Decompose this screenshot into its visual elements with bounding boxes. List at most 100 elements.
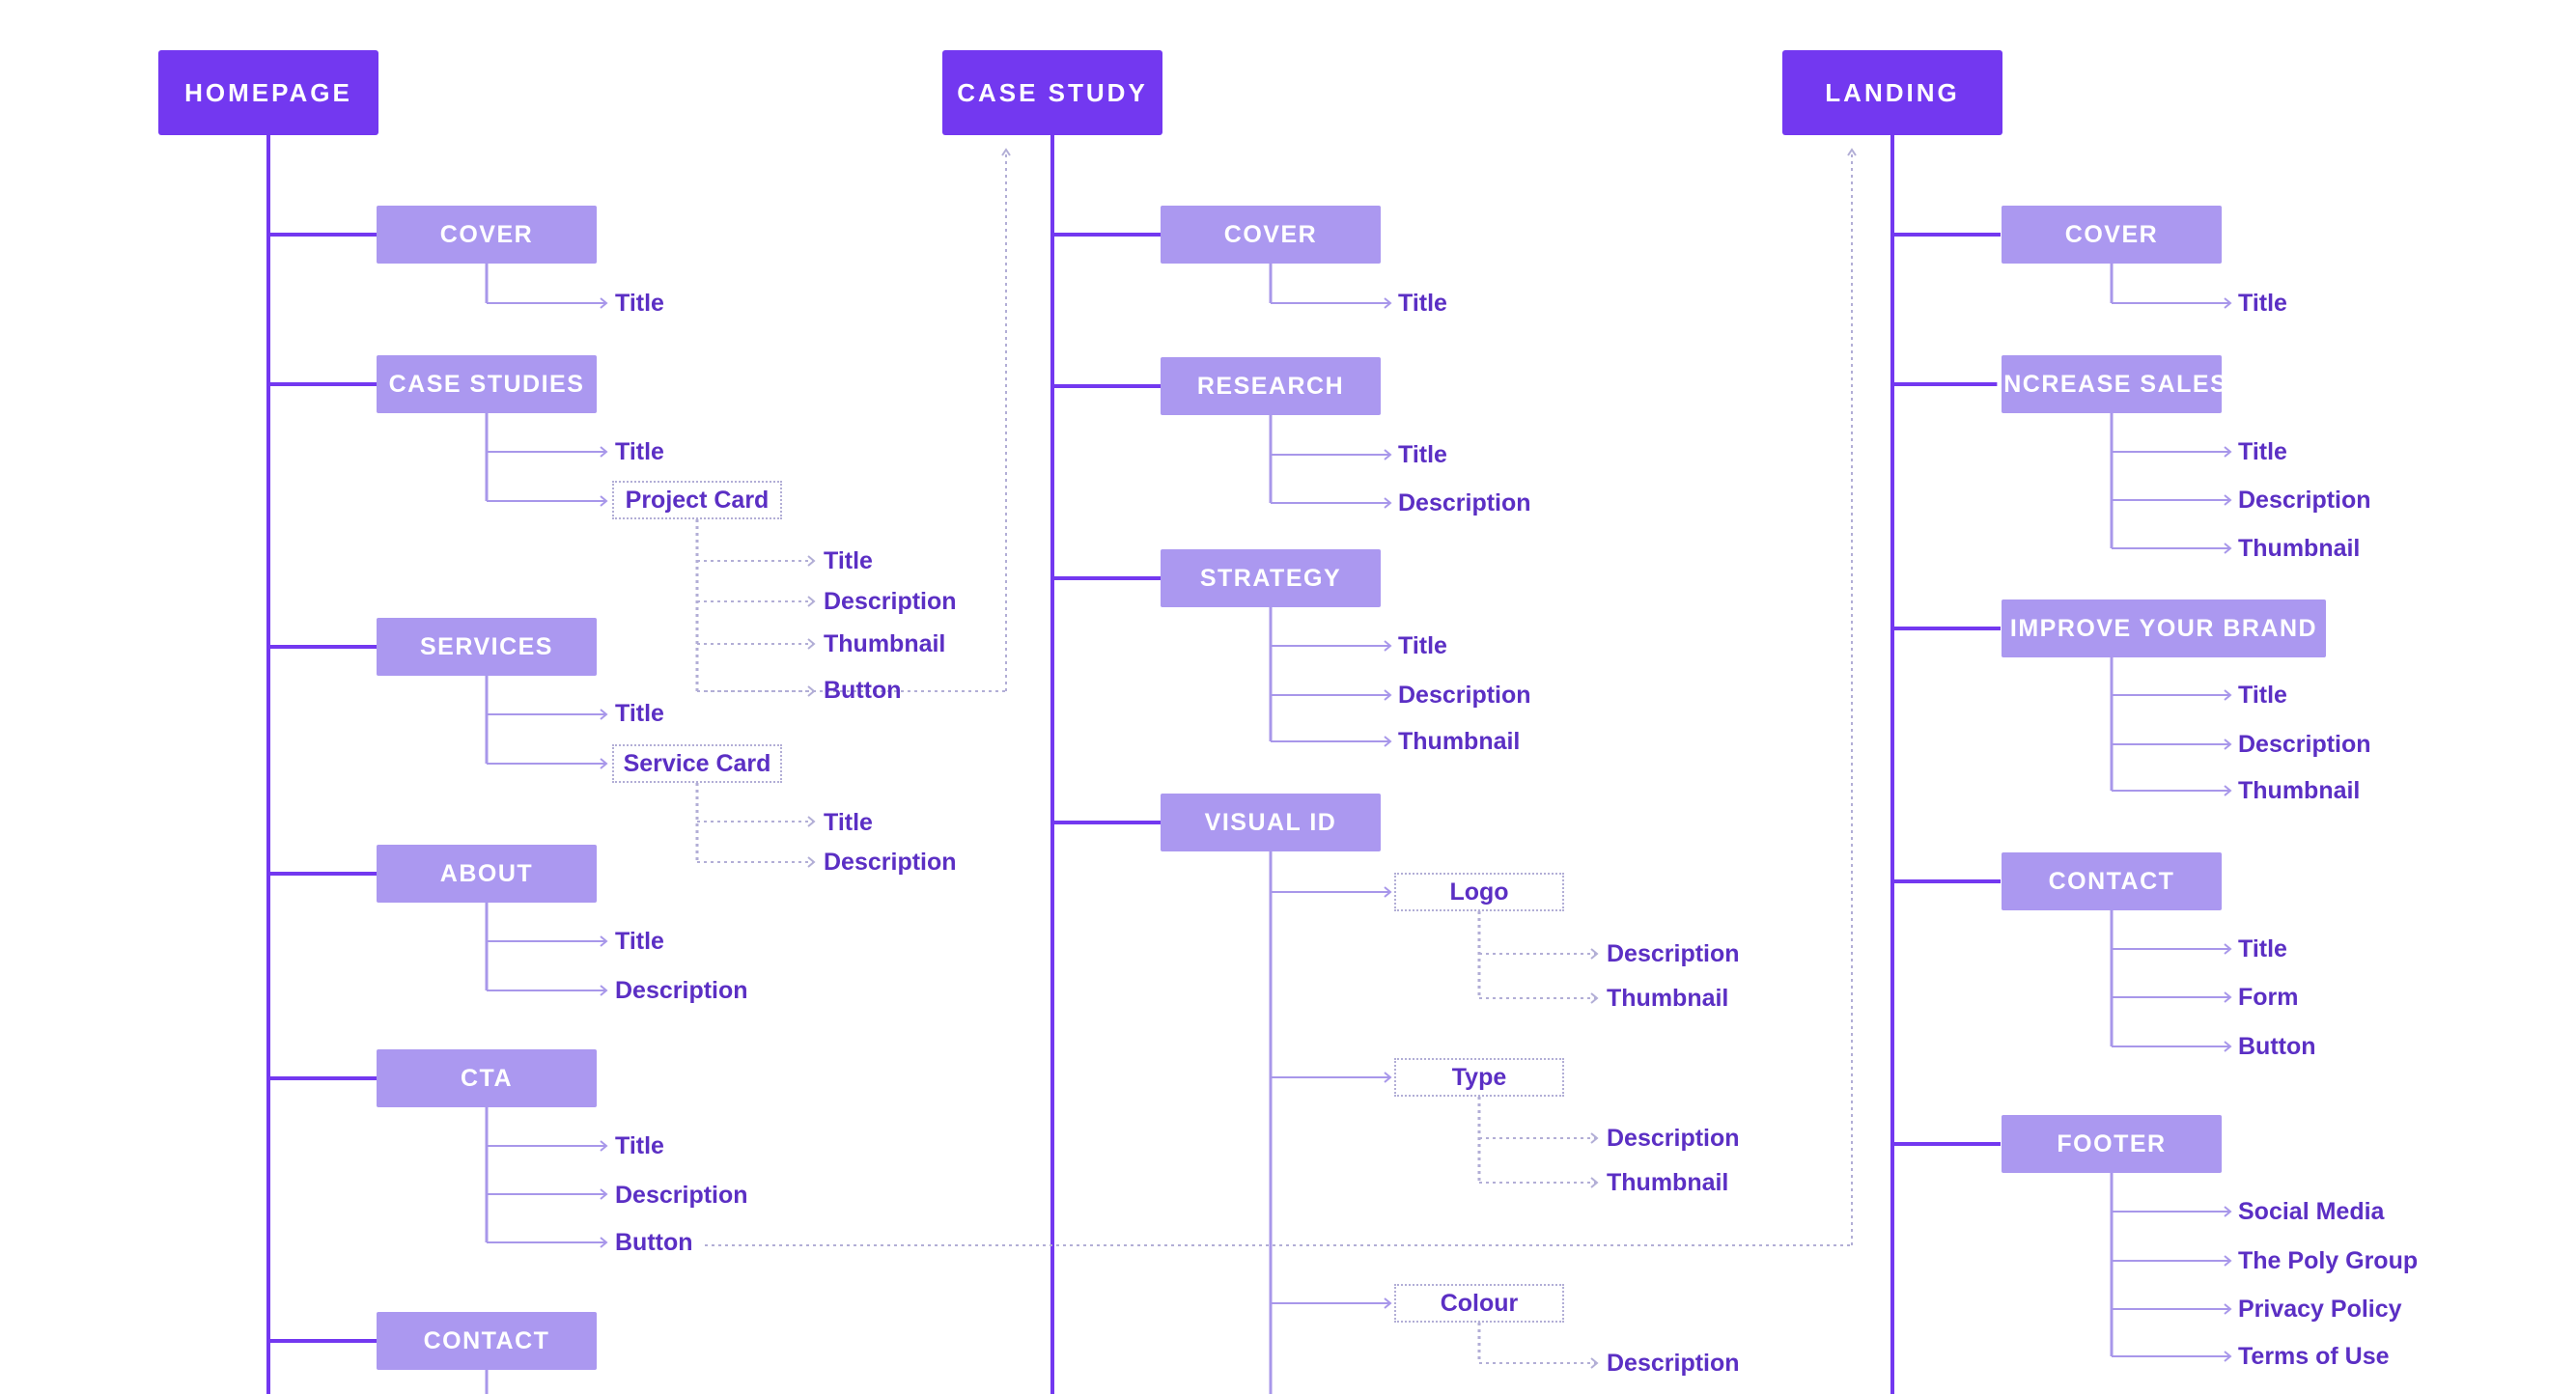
colour-description: Description (1607, 1350, 1740, 1377)
arrow-right-icon (600, 709, 608, 720)
arrow-right-icon (600, 297, 608, 309)
arrow-right-icon (600, 446, 608, 458)
arrow-right-icon (807, 816, 816, 827)
visual-id-type-box[interactable]: Type (1394, 1058, 1564, 1097)
landing-section-cover[interactable]: COVER (2002, 206, 2222, 264)
homepage-section-services[interactable]: SERVICES (377, 618, 597, 676)
homepage-cover-title: Title (615, 290, 664, 317)
landing-section-contact[interactable]: CONTACT (2002, 852, 2222, 910)
homepage-cta-description: Description (615, 1182, 748, 1209)
arrow-right-icon (1384, 1297, 1392, 1309)
arrow-right-icon (1590, 992, 1599, 1004)
project-card-title: Title (824, 547, 873, 574)
arrow-right-icon (600, 495, 608, 507)
homepage-cta-title: Title (615, 1132, 664, 1159)
arrow-right-icon (1384, 1072, 1392, 1083)
arrow-right-icon (1384, 449, 1392, 460)
arrow-right-icon (600, 1140, 608, 1152)
arrow-right-icon (600, 1237, 608, 1248)
case-study-strategy-thumbnail: Thumbnail (1398, 728, 1521, 755)
visual-id-logo-box[interactable]: Logo (1394, 873, 1564, 911)
project-card-box[interactable]: Project Card (612, 481, 782, 519)
project-card-description: Description (824, 588, 957, 615)
footer-social-media: Social Media (2238, 1198, 2385, 1225)
arrow-right-icon (1590, 1357, 1599, 1369)
footer-the-poly-group: The Poly Group (2238, 1247, 2419, 1274)
visual-id-colour-box[interactable]: Colour (1394, 1284, 1564, 1323)
homepage-services-title: Title (615, 700, 664, 727)
case-study-section-visual-id[interactable]: VISUAL ID (1161, 794, 1381, 851)
arrow-right-icon (1384, 297, 1392, 309)
case-study-strategy-title: Title (1398, 632, 1447, 659)
arrow-right-icon (2224, 1255, 2232, 1267)
logo-description: Description (1607, 940, 1740, 967)
arrow-right-icon (1384, 640, 1392, 652)
arrow-right-icon (2224, 991, 2232, 1003)
arrow-right-icon (2224, 1303, 2232, 1315)
arrow-right-icon (1590, 1177, 1599, 1188)
arrow-right-icon (2224, 689, 2232, 701)
homepage-section-cta[interactable]: CTA (377, 1049, 597, 1107)
arrow-right-icon (600, 758, 608, 769)
case-study-section-cover[interactable]: COVER (1161, 206, 1381, 264)
case-study-strategy-description: Description (1398, 682, 1531, 709)
arrow-right-icon (600, 1188, 608, 1200)
case-study-research-description: Description (1398, 489, 1531, 516)
arrow-right-icon (1384, 736, 1392, 747)
arrow-right-icon (1384, 689, 1392, 701)
landing-contact-title: Title (2238, 935, 2287, 962)
landing-section-improve-your-brand[interactable]: IMPROVE YOUR BRAND (2002, 599, 2326, 657)
arrow-right-icon (600, 985, 608, 996)
arrow-up-icon (1847, 148, 1857, 156)
homepage-section-cover[interactable]: COVER (377, 206, 597, 264)
homepage-case-studies-title: Title (615, 438, 664, 465)
arrow-right-icon (600, 935, 608, 947)
landing-section-footer[interactable]: FOOTER (2002, 1115, 2222, 1173)
landing-contact-form: Form (2238, 984, 2299, 1011)
case-study-section-research[interactable]: RESEARCH (1161, 357, 1381, 415)
project-card-button: Button (824, 677, 902, 704)
homepage-cta-button: Button (615, 1229, 693, 1256)
arrow-right-icon (807, 856, 816, 868)
arrow-right-icon (1590, 948, 1599, 960)
arrow-up-icon (1001, 148, 1011, 156)
arrow-right-icon (2224, 1351, 2232, 1362)
increase-sales-thumbnail: Thumbnail (2238, 535, 2361, 562)
root-case-study[interactable]: CASE STUDY (942, 50, 1162, 135)
arrow-right-icon (2224, 543, 2232, 554)
homepage-section-contact[interactable]: CONTACT (377, 1312, 597, 1370)
arrow-right-icon (807, 596, 816, 607)
arrow-right-icon (2224, 297, 2232, 309)
arrow-right-icon (807, 638, 816, 650)
homepage-section-case-studies[interactable]: CASE STUDIES (377, 355, 597, 413)
arrow-right-icon (1590, 1132, 1599, 1144)
arrow-right-icon (807, 685, 816, 697)
case-study-section-strategy[interactable]: STRATEGY (1161, 549, 1381, 607)
increase-sales-description: Description (2238, 487, 2371, 514)
homepage-section-about[interactable]: ABOUT (377, 845, 597, 903)
case-study-research-title: Title (1398, 441, 1447, 468)
root-homepage[interactable]: HOMEPAGE (158, 50, 378, 135)
arrow-right-icon (2224, 943, 2232, 955)
landing-section-increase-sales[interactable]: INCREASE SALES (1996, 355, 2226, 413)
service-card-description: Description (824, 849, 957, 876)
arrow-right-icon (2224, 1041, 2232, 1052)
project-card-thumbnail: Thumbnail (824, 630, 946, 657)
improve-brand-thumbnail: Thumbnail (2238, 777, 2361, 804)
landing-cover-title: Title (2238, 290, 2287, 317)
case-study-cover-title: Title (1398, 290, 1447, 317)
arrow-right-icon (807, 555, 816, 567)
service-card-box[interactable]: Service Card (612, 744, 782, 783)
arrow-right-icon (2224, 446, 2232, 458)
landing-contact-button: Button (2238, 1033, 2316, 1060)
arrow-right-icon (1384, 886, 1392, 898)
root-landing[interactable]: LANDING (1782, 50, 2002, 135)
arrow-right-icon (2224, 494, 2232, 506)
footer-terms-of-use: Terms of Use (2238, 1343, 2390, 1370)
homepage-about-title: Title (615, 928, 664, 955)
improve-brand-title: Title (2238, 682, 2287, 709)
type-description: Description (1607, 1125, 1740, 1152)
logo-thumbnail: Thumbnail (1607, 985, 1729, 1012)
arrow-right-icon (1384, 497, 1392, 509)
arrow-right-icon (2224, 785, 2232, 796)
